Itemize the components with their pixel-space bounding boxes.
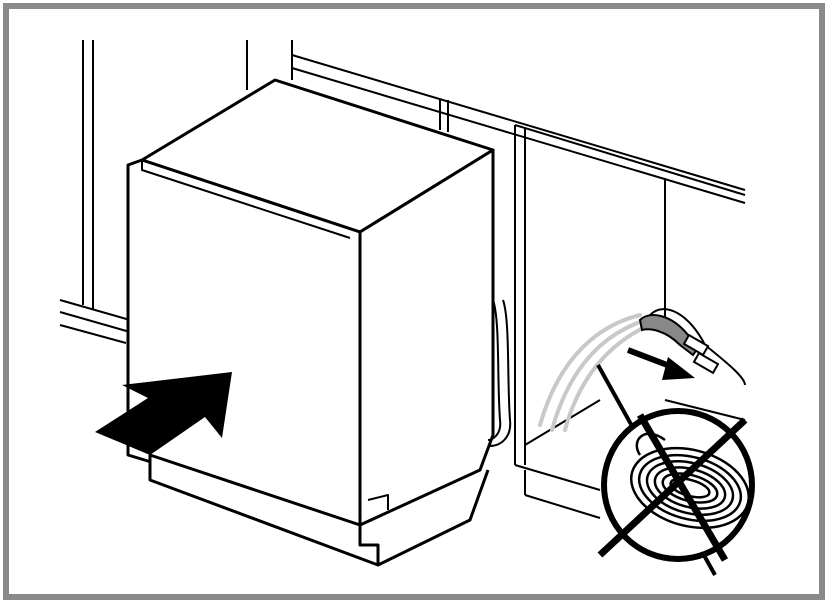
dishwasher	[126, 78, 495, 567]
hose-connection	[638, 308, 746, 386]
left-cabinet	[59, 40, 131, 344]
right-cabinet	[514, 124, 746, 519]
hose-path-faded	[538, 313, 645, 432]
dishwasher-plinth	[148, 453, 380, 567]
push-direction-arrow	[95, 372, 232, 455]
coiled-hose-prohibited-symbol	[596, 364, 755, 576]
prohibited-cross-line	[636, 413, 729, 562]
prohibited-cross-line	[597, 417, 748, 558]
rear-pipe	[487, 299, 512, 447]
pull-direction-arrow	[626, 347, 695, 380]
back-wall	[246, 40, 746, 204]
